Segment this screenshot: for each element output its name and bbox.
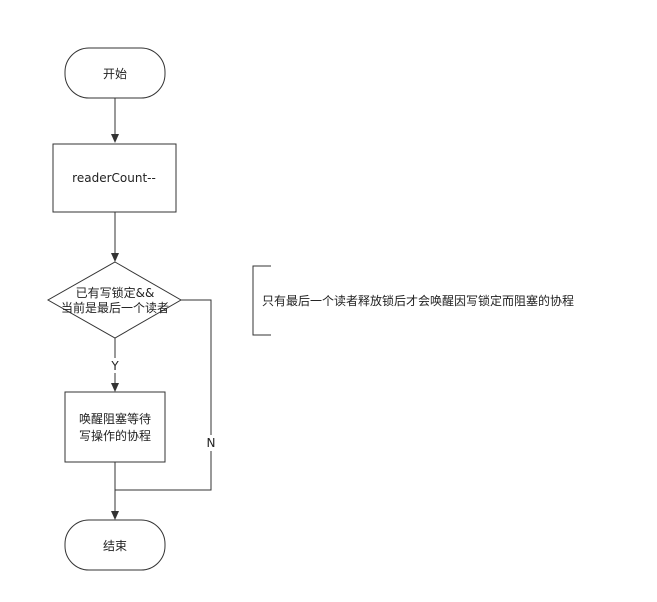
wake-writer-node: 唤醒阻塞等待 写操作的协程	[64, 391, 166, 463]
annotation: 只有最后一个读者释放锁后才会唤醒因写锁定而阻塞的协程	[252, 265, 574, 336]
start-node: 开始	[64, 47, 166, 99]
edge-start-to-decrement	[111, 98, 119, 143]
end-label: 结束	[103, 539, 127, 553]
yes-label: Y	[110, 359, 119, 373]
annotation-text: 只有最后一个读者释放锁后才会唤醒因写锁定而阻塞的协程	[262, 293, 574, 308]
no-label: N	[207, 436, 216, 450]
decrement-label: readerCount--	[72, 171, 156, 185]
decision-node: 已有写锁定&& 当前是最后一个读者	[46, 261, 183, 339]
edge-no: N	[115, 299, 216, 491]
edge-wake-to-end	[111, 462, 119, 520]
edge-yes: Y	[110, 338, 119, 392]
annotation-bracket	[252, 265, 271, 336]
decision-label-line1: 已有写锁定&&	[76, 285, 155, 300]
decrement-node: readerCount--	[52, 143, 177, 213]
decision-label-line2: 当前是最后一个读者	[61, 300, 169, 315]
wake-label-line2: 写操作的协程	[79, 428, 151, 443]
end-node: 结束	[64, 519, 166, 571]
start-label: 开始	[103, 67, 127, 81]
wake-label-line1: 唤醒阻塞等待	[79, 411, 151, 426]
edge-decrement-to-decision	[111, 212, 119, 262]
